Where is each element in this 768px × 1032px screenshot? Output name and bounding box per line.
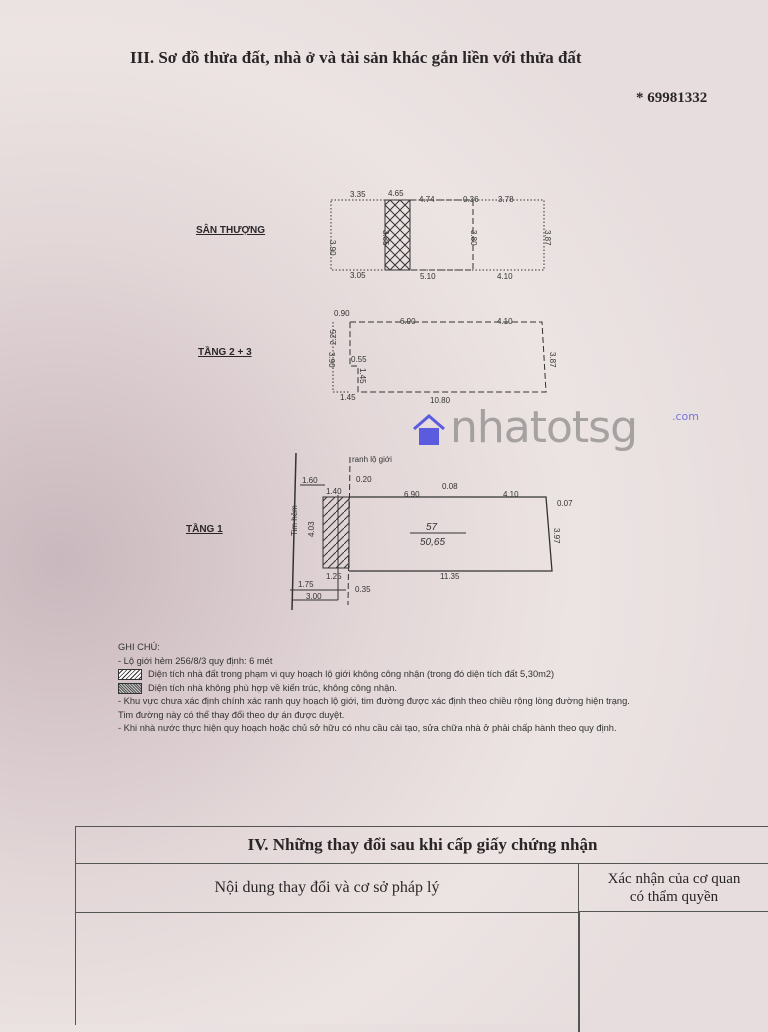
road-line-label: ranh lộ giới (352, 455, 392, 464)
watermark-text: nhatotsg (450, 402, 638, 453)
dim-label: 11.35 (440, 572, 460, 581)
dim-label: 3.80 (469, 230, 478, 246)
note-line: - Lộ giới hẻm 256/8/3 quy định: 6 mét (118, 655, 273, 666)
table-title: IV. Những thay đổi sau khi cấp giấy chứn… (76, 827, 768, 864)
dim-label: 0.20 (356, 475, 372, 484)
dim-label: 0.35 (355, 585, 371, 594)
note-line: Tim đường này có thể thay đổi theo dự án… (118, 709, 345, 720)
notes-heading: GHI CHÚ: (118, 642, 160, 652)
dim-label: 1.45 (340, 393, 356, 402)
dim-label: 3.90 (328, 240, 337, 256)
dim-label: 2.25 (329, 329, 338, 345)
dim-label: 4.10 (497, 272, 513, 281)
dim-label: 3.87 (543, 230, 552, 246)
roof-plan: 3.35 4.65 4.74 0.36 3.78 3.90 3.85 3.80 … (328, 189, 552, 281)
dim-label: 0.36 (463, 195, 479, 204)
dim-label: 1.75 (298, 580, 314, 589)
roof-label: SÂN THƯỢNG (196, 225, 266, 236)
dim-label: 4.10 (503, 490, 519, 499)
watermark-suffix: .com (672, 410, 699, 423)
diagonal-hatch-swatch (118, 669, 142, 681)
dim-label: 3.87 (548, 352, 557, 368)
legend-item: Diện tích nhà không phù hợp về kiến trúc… (118, 682, 738, 696)
dim-label: 0.90 (334, 309, 350, 318)
dim-label: 3.97 (552, 528, 561, 544)
dim-label: 1.40 (326, 487, 342, 496)
dim-label: 3.90 (327, 352, 336, 368)
note-line: - Khi nhà nước thực hiện quy hoạch hoặc … (118, 723, 617, 733)
dim-label: 4.74 (419, 195, 435, 204)
dim-label: 4.03 (307, 521, 316, 537)
dim-label: 3.05 (350, 271, 366, 280)
dim-label: 4.65 (388, 189, 404, 198)
floor1-label: TẦNG 1 (186, 524, 223, 535)
floor1-plan: ranh lộ giới Tim hẻm 1.60 1.40 0.20 6.90… (290, 452, 573, 611)
alley-center-label: Tim hẻm (290, 505, 299, 536)
floor23-plan: 0.90 6.90 4.10 2.25 0.55 1.45 3.90 3.87 … (327, 309, 557, 405)
dim-label: 3.85 (381, 230, 390, 246)
dim-label: 3.78 (498, 195, 514, 204)
dim-label: 0.55 (351, 355, 367, 364)
floor-plans-drawing: 3.35 4.65 4.74 0.36 3.78 3.90 3.85 3.80 … (290, 189, 573, 611)
legend-item: Diện tích nhà đất trong phạm vi quy hoạc… (118, 668, 738, 682)
floor23-label: TẦNG 2 + 3 (198, 347, 252, 358)
dim-label: 10.80 (430, 396, 451, 405)
dim-label: 4.10 (497, 317, 513, 326)
dim-label: 6.90 (404, 490, 420, 499)
cross-hatch-swatch (118, 682, 142, 694)
dim-label: 6.90 (400, 317, 416, 326)
serial-number: * 69981332 (636, 90, 708, 106)
note-line: - Khu vực chưa xác định chính xác ranh q… (118, 696, 630, 706)
dim-label: 0.08 (442, 482, 458, 491)
column-divider (578, 912, 580, 1032)
parcel-area: 50,65 (420, 537, 445, 548)
dim-label: 1.45 (358, 368, 367, 384)
notes-section: GHI CHÚ: - Lộ giới hẻm 256/8/3 quy định:… (118, 641, 738, 736)
house-icon (412, 414, 446, 451)
column-header-content: Nội dung thay đổi và cơ sở pháp lý (76, 864, 579, 913)
dim-label: 1.25 (326, 572, 342, 581)
dim-label: 1.60 (302, 476, 318, 485)
dim-label: 0.07 (557, 499, 573, 508)
changes-table: IV. Những thay đổi sau khi cấp giấy chứn… (75, 826, 768, 1032)
dim-label: 3.00 (306, 592, 322, 601)
dim-label: 5.10 (420, 272, 436, 281)
section-title: III. Sơ đồ thửa đất, nhà ở và tài sản kh… (130, 48, 582, 67)
dim-label: 3.35 (350, 190, 366, 199)
parcel-number: 57 (426, 522, 438, 533)
